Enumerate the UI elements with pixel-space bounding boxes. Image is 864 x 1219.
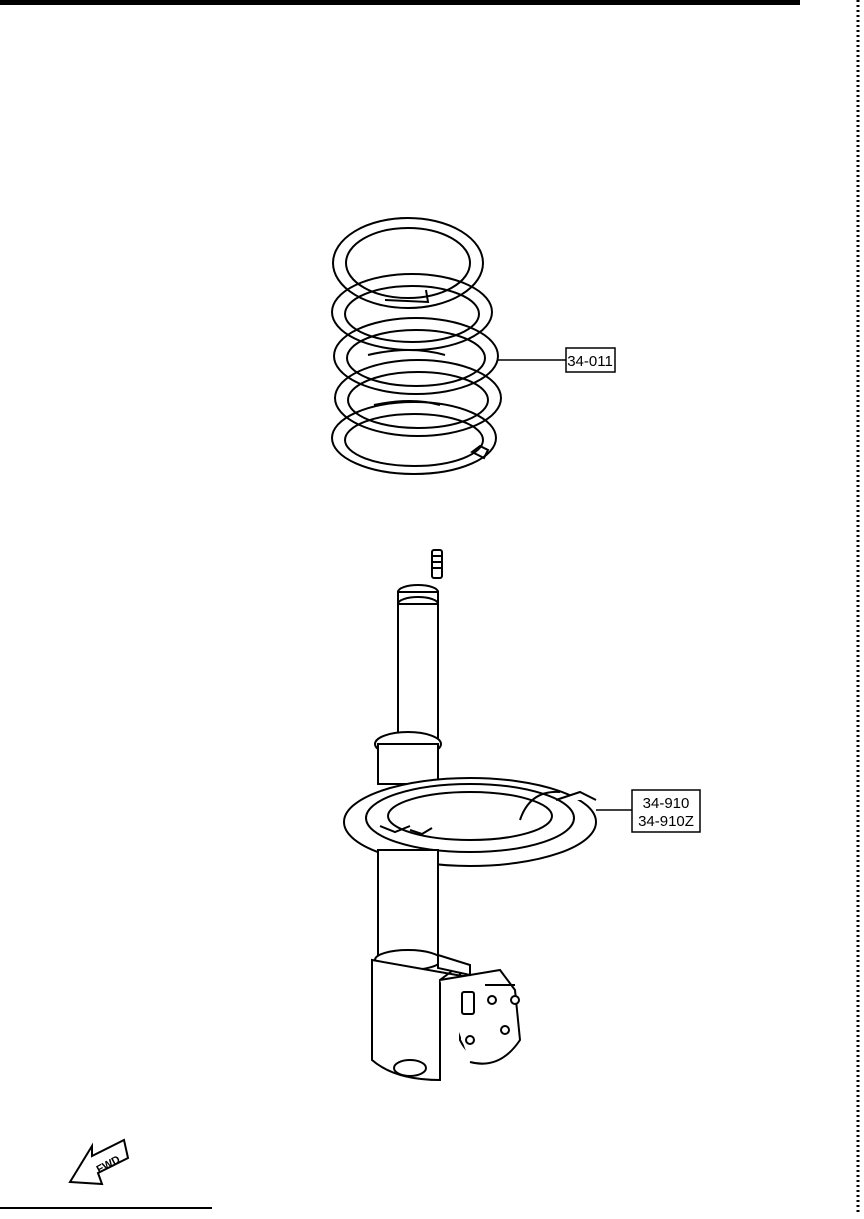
coil-spring-drawing: [331, 217, 502, 475]
top-border-bar: [0, 0, 800, 5]
strut-part-number-2: 34-910Z: [638, 813, 694, 830]
strut-assembly-drawing: [343, 549, 597, 1082]
spring-part-number: 34-011: [567, 353, 613, 370]
fwd-arrow-icon: FWD: [68, 1138, 130, 1186]
strut-part-number-1: 34-910: [643, 795, 690, 812]
strut-callout-box: [631, 789, 701, 833]
spring-callout-box: [565, 347, 616, 373]
